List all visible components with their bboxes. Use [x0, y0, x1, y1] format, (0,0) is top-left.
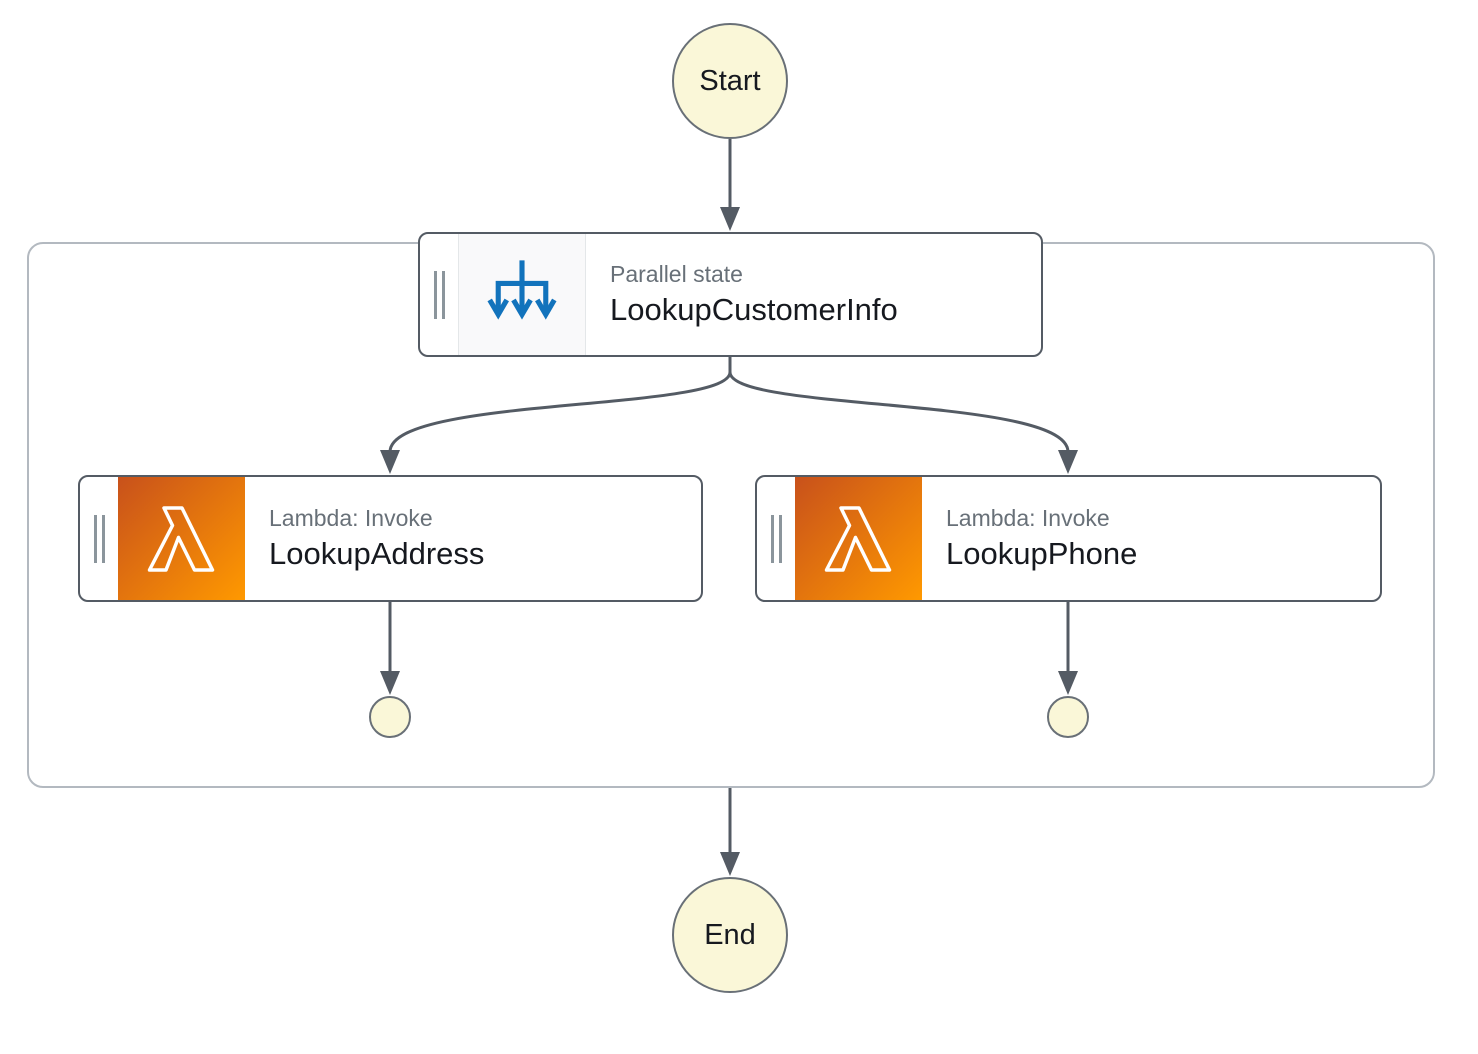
state-type-label: Parallel state	[610, 261, 743, 288]
parallel-fanout-icon	[483, 253, 561, 336]
state-type-label: Lambda: Invoke	[946, 505, 1110, 532]
edge-start-to-parallel	[720, 139, 740, 231]
drag-handle[interactable]	[80, 477, 118, 600]
state-name: LookupAddress	[269, 535, 485, 571]
branch-end-dot-right	[1047, 696, 1089, 738]
drag-handle[interactable]	[757, 477, 795, 600]
state-node-lookupaddress[interactable]: Lambda: Invoke LookupAddress	[78, 475, 703, 602]
state-type-label: Lambda: Invoke	[269, 505, 433, 532]
state-name: LookupCustomerInfo	[610, 291, 898, 327]
state-node-lookupcustomerinfo[interactable]: Parallel state LookupCustomerInfo	[418, 232, 1043, 357]
state-node-lookupphone[interactable]: Lambda: Invoke LookupPhone	[755, 475, 1382, 602]
end-terminal-label: End	[704, 918, 756, 951]
lambda-icon	[134, 488, 230, 589]
branch-end-dot-left	[369, 696, 411, 738]
state-name: LookupPhone	[946, 535, 1138, 571]
lambda-icon	[811, 488, 907, 589]
end-terminal: End	[672, 877, 788, 993]
start-terminal: Start	[672, 23, 788, 139]
edge-parallel-to-end	[720, 788, 740, 876]
drag-handle[interactable]	[420, 234, 458, 355]
start-terminal-label: Start	[699, 64, 761, 97]
